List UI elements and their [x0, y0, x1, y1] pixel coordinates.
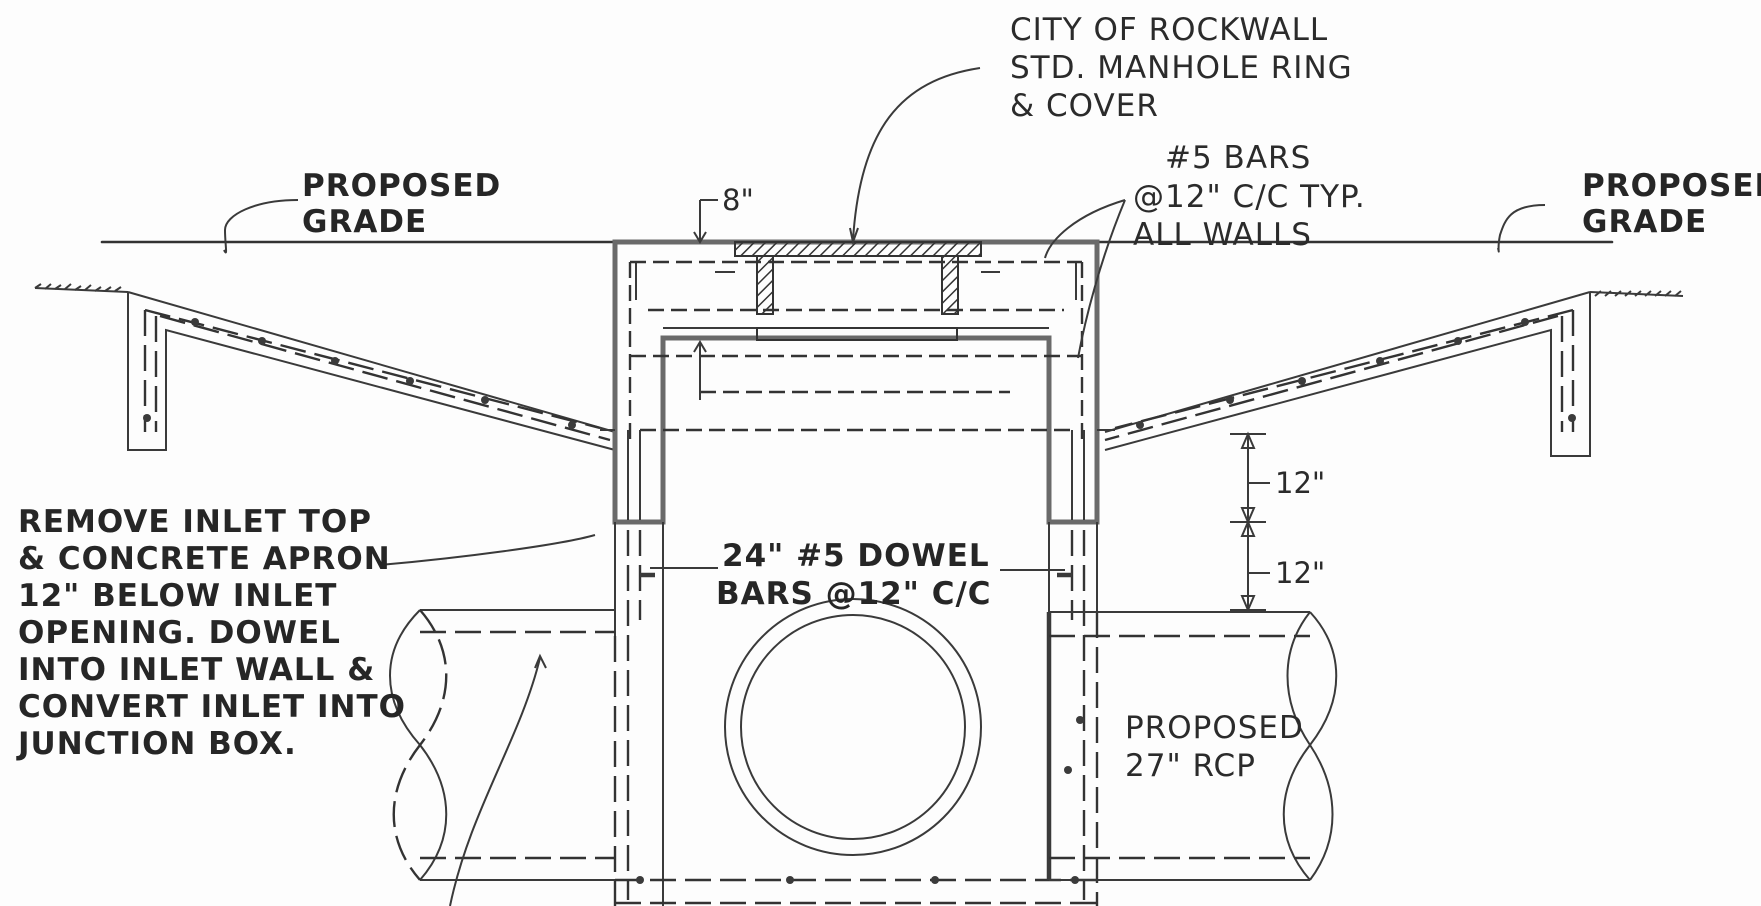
dowel-text-line-2: BARS @12" C/C: [716, 576, 992, 612]
remove-inlet-line-1: REMOVE INLET TOP: [18, 504, 372, 540]
remove-inlet-line-6: CONVERT INLET INTO: [18, 689, 406, 725]
pipe-text-line-2: 27" RCP: [1125, 748, 1256, 784]
bars-text-line-3: ALL WALLS: [1133, 217, 1312, 253]
remove-inlet-line-3: 12" BELOW INLET: [18, 578, 337, 614]
callout-grade-right: PROPOSED GRADE: [1582, 168, 1761, 240]
manhole-text-line-2: STD. MANHOLE RING: [1010, 50, 1353, 86]
remove-inlet-line-7: JUNCTION BOX.: [16, 726, 297, 762]
grade-left-line-2: GRADE: [302, 204, 427, 240]
right-concrete-apron: [1104, 290, 1684, 457]
bars-text-line-2: @12" C/C TYP.: [1133, 179, 1366, 215]
callout-bars: #5 BARS @12" C/C TYP. ALL WALLS: [1133, 140, 1366, 253]
remove-inlet-line-4: OPENING. DOWEL: [18, 615, 341, 651]
callout-pipe: PROPOSED 27" RCP: [1125, 710, 1304, 784]
callout-remove-inlet: REMOVE INLET TOP & CONCRETE APRON 12" BE…: [16, 504, 406, 762]
manhole-text-line-3: & COVER: [1010, 88, 1159, 124]
pipe-text-line-1: PROPOSED: [1125, 710, 1304, 746]
dimension-labels: 8" 12" 12": [722, 183, 1325, 590]
bars-text-line-1: #5 BARS: [1165, 140, 1311, 176]
left-concrete-apron: [34, 283, 616, 451]
dimension-slab-label: 8": [722, 183, 754, 217]
callout-grade-left: PROPOSED GRADE: [302, 168, 501, 240]
dowel-text-line-1: 24" #5 DOWEL: [722, 538, 990, 574]
dimension-lower-label: 12": [1275, 556, 1325, 590]
manhole-ring-cover: [715, 241, 1000, 341]
grade-right-line-1: PROPOSED: [1582, 168, 1761, 204]
dimension-lines: [693, 199, 1270, 613]
remove-inlet-line-5: INTO INLET WALL &: [18, 652, 375, 688]
manhole-text-line-1: CITY OF ROCKWALL: [1010, 12, 1328, 48]
grade-left-line-1: PROPOSED: [302, 168, 501, 204]
leader-lines: [223, 67, 1546, 906]
remove-inlet-line-2: & CONCRETE APRON: [18, 541, 391, 577]
callout-manhole: CITY OF ROCKWALL STD. MANHOLE RING & COV…: [1010, 12, 1353, 124]
center-pipe-section: [724, 598, 982, 856]
dimension-upper-label: 12": [1275, 466, 1325, 500]
right-proposed-pipe: [1046, 611, 1338, 881]
left-proposed-pipe: [389, 609, 615, 881]
grade-right-line-2: GRADE: [1582, 204, 1707, 240]
callout-dowel: 24" #5 DOWEL BARS @12" C/C: [716, 538, 992, 612]
junction-box-structure: [600, 239, 1115, 906]
